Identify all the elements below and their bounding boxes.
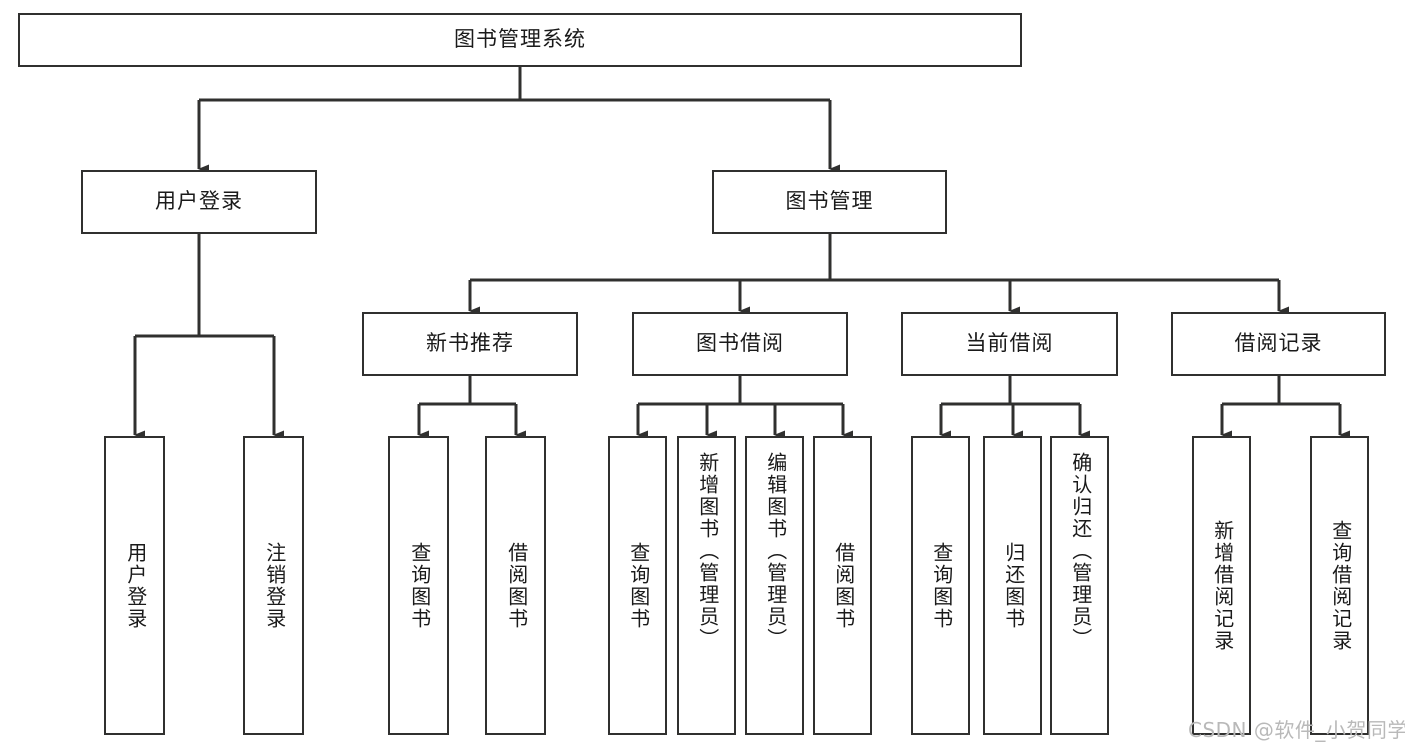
- node-label: 查询图书: [929, 541, 952, 630]
- leaf-node-user-login[interactable]: 用户登录: [104, 436, 165, 735]
- node-label: 用户登录: [123, 541, 146, 630]
- leaf-node-edit-book[interactable]: 编辑图书（管理员）: [745, 436, 804, 735]
- node-label: 借阅记录: [1234, 332, 1323, 356]
- node-current-borrow[interactable]: 当前借阅: [901, 312, 1118, 376]
- leaf-node-logout[interactable]: 注销登录: [243, 436, 304, 735]
- node-label: 用户登录: [155, 190, 243, 214]
- node-borrow-record[interactable]: 借阅记录: [1171, 312, 1386, 376]
- node-user-login[interactable]: 用户登录: [81, 170, 317, 234]
- leaf-node-query-book-2[interactable]: 查询图书: [608, 436, 667, 735]
- node-label: 编辑图书（管理员）: [763, 452, 786, 650]
- node-label: 当前借阅: [965, 332, 1054, 356]
- leaf-node-return-book[interactable]: 归还图书: [983, 436, 1042, 735]
- node-label: 确认归还（管理员）: [1068, 452, 1091, 650]
- node-book-borrow[interactable]: 图书借阅: [632, 312, 848, 376]
- leaf-node-query-book-3[interactable]: 查询图书: [911, 436, 970, 735]
- node-label: 查询图书: [626, 541, 649, 630]
- leaf-node-query-record[interactable]: 查询借阅记录: [1310, 436, 1369, 735]
- leaf-node-add-book[interactable]: 新增图书（管理员）: [677, 436, 736, 735]
- leaf-node-add-record[interactable]: 新增借阅记录: [1192, 436, 1251, 735]
- node-label: 借阅图书: [831, 541, 854, 630]
- node-label: 新增图书（管理员）: [695, 452, 718, 650]
- node-label: 图书管理: [785, 190, 874, 214]
- node-label: 新书推荐: [426, 332, 514, 356]
- edge-group: [133, 67, 1350, 440]
- node-root[interactable]: 图书管理系统: [18, 13, 1022, 67]
- node-label: 借阅图书: [504, 541, 527, 630]
- node-label: 新增借阅记录: [1210, 519, 1233, 652]
- watermark: CSDN @软件_小贺同学: [1188, 718, 1405, 742]
- node-label: 归还图书: [1001, 541, 1024, 630]
- node-label: 查询图书: [407, 541, 430, 630]
- node-new-book-recommend[interactable]: 新书推荐: [362, 312, 578, 376]
- node-label: 注销登录: [262, 541, 285, 630]
- leaf-node-borrow-book-2[interactable]: 借阅图书: [813, 436, 872, 735]
- leaf-node-borrow-book-1[interactable]: 借阅图书: [485, 436, 546, 735]
- leaf-node-confirm-return[interactable]: 确认归还（管理员）: [1050, 436, 1109, 735]
- node-label: 图书管理系统: [454, 28, 586, 52]
- node-label: 查询借阅记录: [1328, 519, 1351, 652]
- node-book-manage[interactable]: 图书管理: [712, 170, 947, 234]
- leaf-node-query-book-1[interactable]: 查询图书: [388, 436, 449, 735]
- node-label: 图书借阅: [696, 332, 784, 356]
